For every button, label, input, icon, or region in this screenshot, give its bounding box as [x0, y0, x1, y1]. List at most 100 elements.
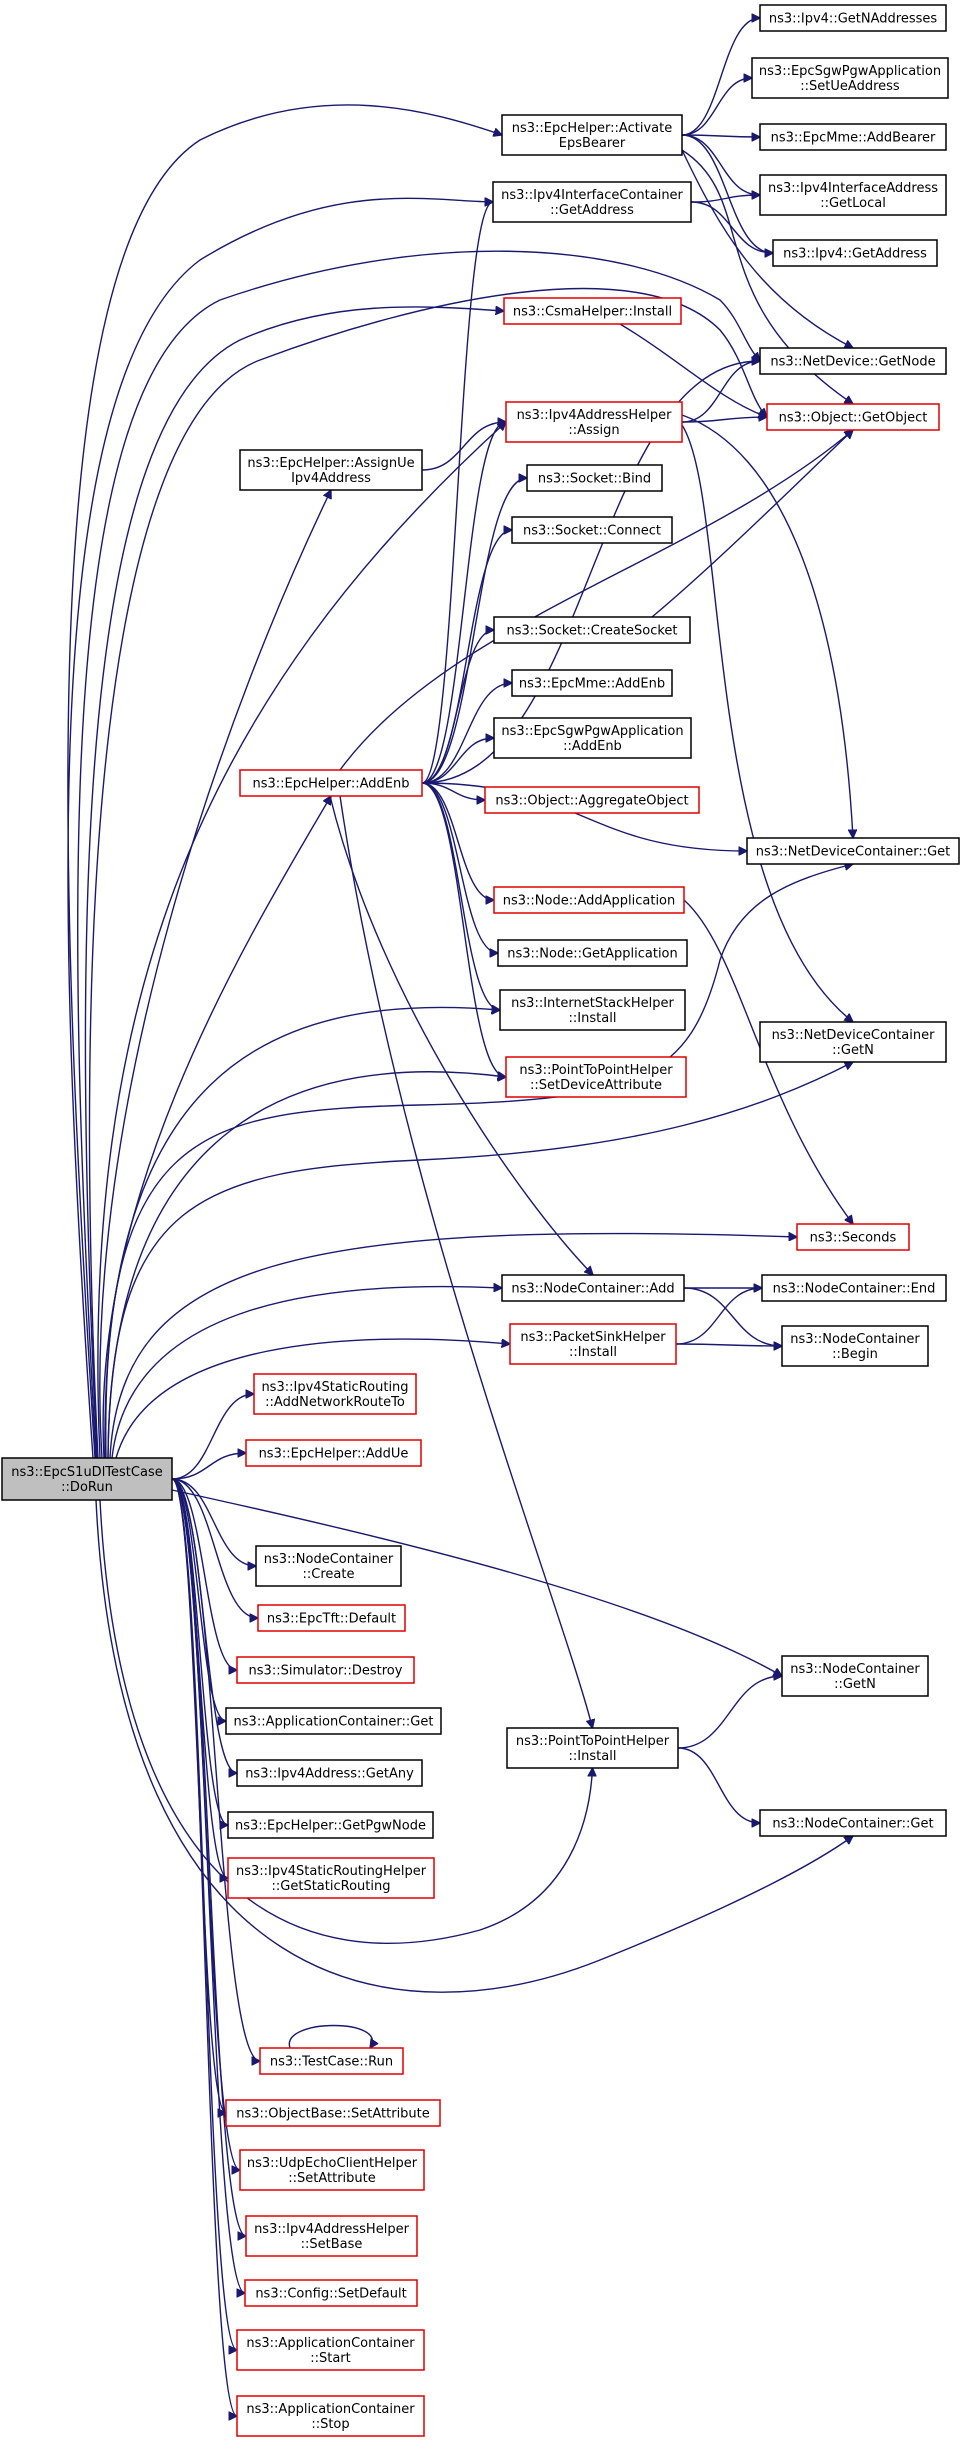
node-ndcget[interactable]: ns3::NetDeviceContainer::Get [746, 837, 960, 865]
node-box [497, 939, 688, 967]
edge-dorun-to-activate [67, 104, 502, 1459]
node-label-line: ns3::PacketSinkHelper [520, 1330, 666, 1345]
edge-dorun-to-ndcgetn [107, 1062, 853, 1459]
node-seconds[interactable]: ns3::Seconds [796, 1223, 910, 1251]
node-label-line: ns3::Config::SetDefault [255, 2287, 406, 2302]
edge-assign-to-ndcgetn [681, 424, 853, 1022]
node-destroy[interactable]: ns3::Simulator::Destroy [236, 1656, 415, 1684]
node-getobject[interactable]: ns3::Object::GetObject [766, 403, 940, 431]
node-label-line: ns3::ObjectBase::SetAttribute [236, 2107, 430, 2122]
node-nccreate[interactable]: ns3::NodeContainer::Create [255, 1545, 402, 1587]
node-p2pinstall[interactable]: ns3::PointToPointHelper::Install [506, 1727, 679, 1769]
node-acstart[interactable]: ns3::ApplicationContainer::Start [236, 2329, 425, 2371]
node-box [492, 181, 692, 223]
node-udpsetattr[interactable]: ns3::UdpEchoClientHelper::SetAttribute [239, 2149, 425, 2191]
node-dorun: ns3::EpcS1uDlTestCase::DoRun [1, 1457, 173, 1501]
edge-dorun-to-acstart [171, 1478, 238, 2350]
node-staticrouting[interactable]: ns3::Ipv4StaticRoutingHelper::GetStaticR… [227, 1857, 435, 1899]
node-setdefault[interactable]: ns3::Config::SetDefault [244, 2279, 418, 2307]
node-setbase[interactable]: ns3::Ipv4AddressHelper::SetBase [245, 2215, 418, 2257]
node-tftdefault[interactable]: ns3::EpcTft::Default [257, 1604, 406, 1632]
node-addenb[interactable]: ns3::EpcHelper::AddEnb [239, 769, 423, 797]
node-label-line: ns3::NodeContainer::Get [772, 1817, 933, 1832]
node-box [259, 2047, 404, 2075]
node-setueaddr[interactable]: ns3::EpcSgwPgwApplication::SetUeAddress [751, 57, 949, 99]
node-box [772, 239, 938, 267]
node-csma[interactable]: ns3::CsmaHelper::Install [503, 297, 682, 325]
node-ipv4ic[interactable]: ns3::Ipv4InterfaceContainer::GetAddress [492, 181, 692, 223]
node-box [781, 1655, 929, 1697]
node-label-line: ns3::ApplicationContainer::Get [234, 1715, 434, 1730]
node-label-line: ns3::EpcSgwPgwApplication [759, 64, 941, 79]
node-aggregate[interactable]: ns3::Object::AggregateObject [484, 786, 700, 814]
node-label-line: ns3::TestCase::Run [270, 2055, 393, 2070]
node-obsetattr[interactable]: ns3::ObjectBase::SetAttribute [225, 2099, 441, 2127]
node-box [759, 123, 947, 151]
node-assign[interactable]: ns3::Ipv4AddressHelper::Assign [505, 401, 683, 443]
node-label-line: ns3::EpcHelper::Activate [512, 121, 672, 136]
edge-csma-to-getobject [619, 323, 767, 417]
node-getpgw[interactable]: ns3::EpcHelper::GetPgwNode [227, 1811, 434, 1839]
node-label-line: ::Install [569, 1011, 617, 1026]
node-ipv4getaddr[interactable]: ns3::Ipv4::GetAddress [772, 239, 938, 267]
node-addapp[interactable]: ns3::Node::AddApplication [493, 886, 685, 914]
node-ncbegin[interactable]: ns3::NodeContainer::Begin [781, 1325, 929, 1367]
node-ncgetn[interactable]: ns3::NodeContainer::GetN [781, 1655, 929, 1697]
node-mmeaddbearer[interactable]: ns3::EpcMme::AddBearer [759, 123, 947, 151]
edge-addenb-to-getobject [339, 430, 853, 771]
node-label-line: ::AddNetworkRouteTo [265, 1395, 405, 1410]
edge-ipv4ic-to-ipv4getaddr [690, 201, 773, 253]
node-label-line: ns3::PointToPointHelper [516, 1734, 670, 1749]
node-label-line: ns3::InternetStackHelper [511, 996, 674, 1011]
node-addnetroute[interactable]: ns3::Ipv4StaticRouting::AddNetworkRouteT… [253, 1373, 417, 1415]
node-addue[interactable]: ns3::EpcHelper::AddUe [245, 1439, 422, 1467]
node-mmeaddenb[interactable]: ns3::EpcMme::AddEnb [511, 669, 673, 697]
node-getlocal[interactable]: ns3::Ipv4InterfaceAddress::GetLocal [759, 174, 947, 216]
node-box [239, 2149, 425, 2191]
node-p2psetdev[interactable]: ns3::PointToPointHelper::SetDeviceAttrib… [505, 1056, 687, 1098]
node-box [751, 57, 949, 99]
node-ncget[interactable]: ns3::NodeContainer::Get [759, 1809, 947, 1837]
node-ncend[interactable]: ns3::NodeContainer::End [761, 1274, 947, 1302]
node-label-line: ns3::Object::GetObject [779, 411, 928, 426]
edge-addenb-to-assign [421, 422, 506, 784]
node-bind[interactable]: ns3::Socket::Bind [526, 464, 663, 492]
node-ncadd[interactable]: ns3::NodeContainer::Add [501, 1274, 685, 1302]
edge-dorun-to-acget [171, 1478, 226, 1721]
node-sinkinstall[interactable]: ns3::PacketSinkHelper::Install [509, 1323, 677, 1365]
node-label-line: ::AddEnb [563, 739, 622, 754]
node-box [245, 2215, 418, 2257]
node-createsocket[interactable]: ns3::Socket::CreateSocket [493, 616, 691, 644]
node-label-line: ns3::EpcSgwPgwApplication [501, 724, 683, 739]
edge-p2pinstall-to-ncget [677, 1747, 760, 1823]
node-box [761, 1274, 947, 1302]
edge-dorun-to-addue [171, 1453, 246, 1480]
edge-dorun-to-ncadd [111, 1287, 502, 1459]
node-connect[interactable]: ns3::Socket::Connect [511, 516, 673, 544]
node-box [493, 886, 685, 914]
node-box [796, 1223, 910, 1251]
node-tcrun[interactable]: ns3::TestCase::Run [259, 2047, 404, 2075]
node-box [225, 2099, 441, 2127]
node-inetinstall[interactable]: ns3::InternetStackHelper::Install [499, 989, 686, 1031]
node-box [503, 297, 682, 325]
edge-dorun-to-csma [84, 307, 504, 1459]
node-getnode[interactable]: ns3::NetDevice::GetNode [759, 347, 947, 375]
node-getany[interactable]: ns3::Ipv4Address::GetAny [236, 1759, 423, 1787]
edge-ncadd-to-ncbegin [683, 1287, 782, 1346]
node-ndcgetn[interactable]: ns3::NetDeviceContainer::GetN [759, 1021, 947, 1063]
edge-activate-to-setueaddr [681, 78, 752, 136]
node-label-line: ns3::Seconds [810, 1231, 897, 1246]
node-getapp[interactable]: ns3::Node::GetApplication [497, 939, 688, 967]
edge-addapp-to-seconds [683, 899, 853, 1224]
node-getnaddr[interactable]: ns3::Ipv4::GetNAddresses [759, 4, 947, 32]
node-label-line: Ipv4Address [291, 471, 371, 486]
node-box [484, 786, 700, 814]
node-acget[interactable]: ns3::ApplicationContainer::Get [225, 1707, 442, 1735]
node-label-line: ::Assign [568, 423, 619, 438]
node-sgwaddenb[interactable]: ns3::EpcSgwPgwApplication::AddEnb [493, 717, 692, 759]
edge-dorun-to-assign [97, 422, 506, 1459]
node-acstop[interactable]: ns3::ApplicationContainer::Stop [236, 2395, 425, 2437]
